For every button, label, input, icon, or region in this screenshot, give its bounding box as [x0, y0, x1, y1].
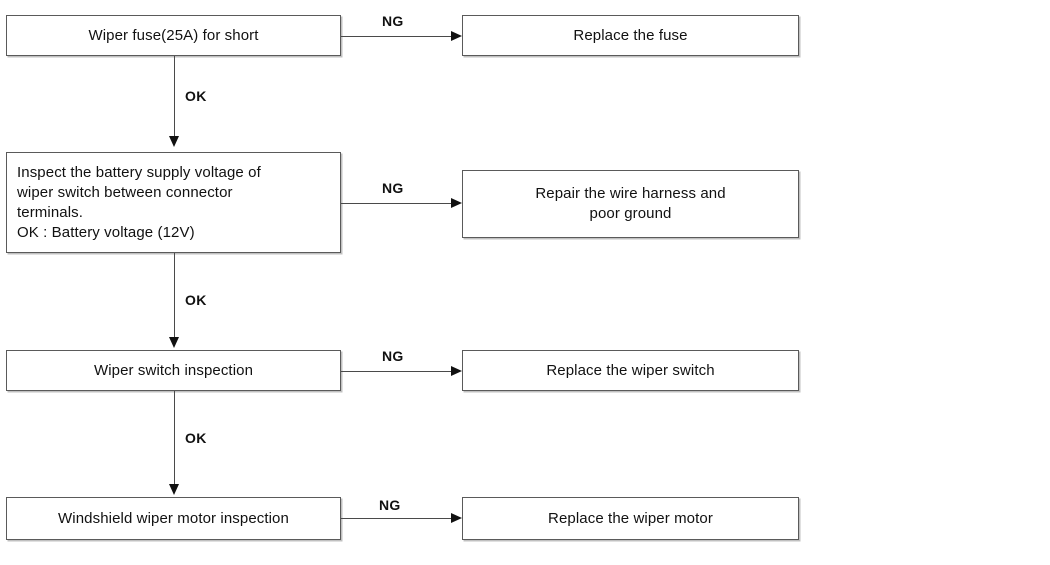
result-box-2-label: Repair the wire harness and poor ground [535, 185, 726, 222]
arrowhead-right-icon-row4 [451, 512, 462, 523]
step-box-2[interactable]: Inspect the battery supply voltage of wi… [6, 152, 341, 253]
step-box-2-label: Inspect the battery supply voltage of wi… [17, 163, 261, 241]
connector-line-step1-to-step2 [174, 56, 175, 137]
result-box-1[interactable]: Replace the fuse [462, 15, 799, 56]
result-box-1-label: Replace the fuse [573, 26, 688, 44]
arrowhead-right-icon-row2 [451, 197, 462, 208]
connector-line-step3-to-result3 [341, 371, 453, 372]
connector-line-step2-to-result2 [341, 203, 453, 204]
step-box-4[interactable]: Windshield wiper motor inspection [6, 497, 341, 540]
edge-label-ok-step1-step2: OK [185, 88, 207, 104]
edge-label-ng-row4: NG [379, 497, 401, 513]
result-box-4[interactable]: Replace the wiper motor [462, 497, 799, 540]
arrowhead-down-icon-step3-step4 [169, 484, 179, 495]
connector-line-step3-to-step4 [174, 391, 175, 485]
result-box-2[interactable]: Repair the wire harness and poor ground [462, 170, 799, 238]
connector-line-step1-to-result1 [341, 36, 453, 37]
arrowhead-down-icon-step2-step3 [169, 337, 179, 348]
edge-label-ok-step2-step3: OK [185, 292, 207, 308]
edge-label-ng-row1: NG [382, 13, 404, 29]
step-box-3-label: Wiper switch inspection [93, 361, 254, 379]
edge-label-ng-row3: NG [382, 348, 404, 364]
arrowhead-down-icon-step1-step2 [169, 136, 179, 147]
step-box-4-label: Windshield wiper motor inspection [58, 509, 289, 527]
step-box-3[interactable]: Wiper switch inspection [6, 350, 341, 391]
result-box-4-label: Replace the wiper motor [548, 509, 713, 527]
step-box-1[interactable]: Wiper fuse(25A) for short [6, 15, 341, 56]
step-box-1-label: Wiper fuse(25A) for short [88, 26, 259, 44]
connector-line-step4-to-result4 [341, 518, 453, 519]
connector-line-step2-to-step3 [174, 253, 175, 338]
edge-label-ok-step3-step4: OK [185, 430, 207, 446]
edge-label-ng-row2: NG [382, 180, 404, 196]
result-box-3[interactable]: Replace the wiper switch [462, 350, 799, 391]
arrowhead-right-icon-row3 [451, 365, 462, 376]
result-box-3-label: Replace the wiper switch [546, 361, 715, 379]
arrowhead-right-icon-row1 [451, 30, 462, 41]
